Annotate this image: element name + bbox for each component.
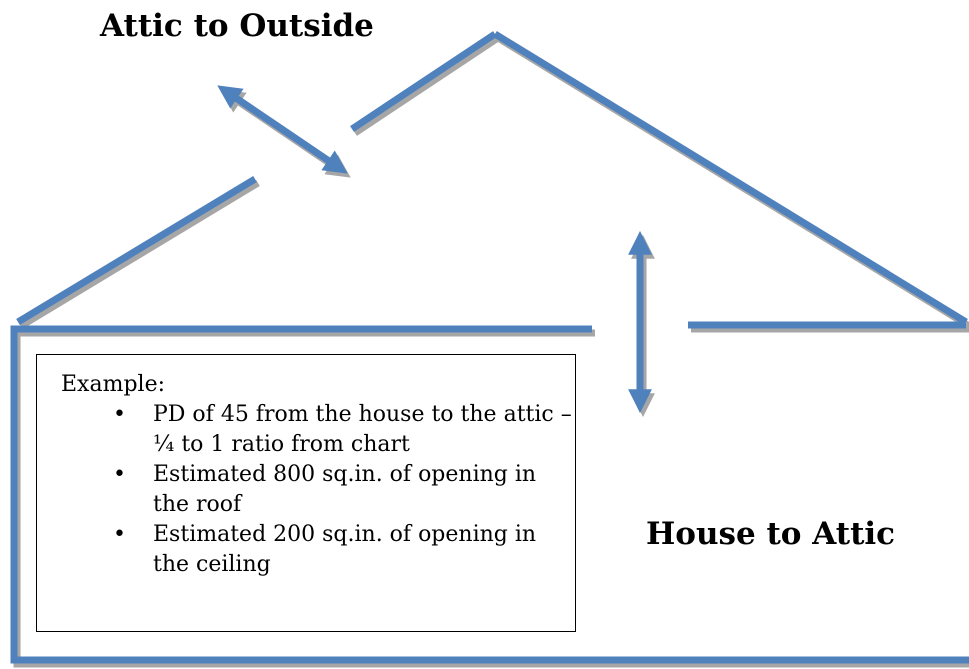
bullet-icon: • — [113, 462, 126, 487]
attic-to-outside-arrow — [217, 85, 348, 174]
list-item-text: PD of 45 from the house to the attic – ¼… — [153, 402, 572, 457]
list-item-text: Estimated 200 sq.in. of opening in the c… — [153, 522, 537, 577]
attic-to-outside-label: Attic to Outside — [100, 8, 374, 44]
roof-left-lower — [16, 176, 257, 325]
example-heading: Example: — [61, 372, 165, 397]
list-item: • Estimated 200 sq.in. of opening in the … — [61, 520, 575, 580]
roof-left-upper — [350, 31, 497, 132]
example-list: • PD of 45 from the house to the attic – … — [61, 400, 575, 580]
house-walls — [10, 325, 969, 664]
list-item: • PD of 45 from the house to the attic – … — [61, 400, 575, 460]
bullet-icon: • — [113, 402, 126, 427]
roof-right — [493, 31, 968, 325]
example-box: Example: • PD of 45 from the house to the… — [36, 354, 576, 632]
house-to-attic-label: House to Attic — [646, 516, 896, 552]
list-item-text: Estimated 800 sq.in. of opening in the r… — [153, 462, 537, 517]
bullet-icon: • — [113, 522, 126, 547]
list-item: • Estimated 800 sq.in. of opening in the … — [61, 460, 575, 520]
